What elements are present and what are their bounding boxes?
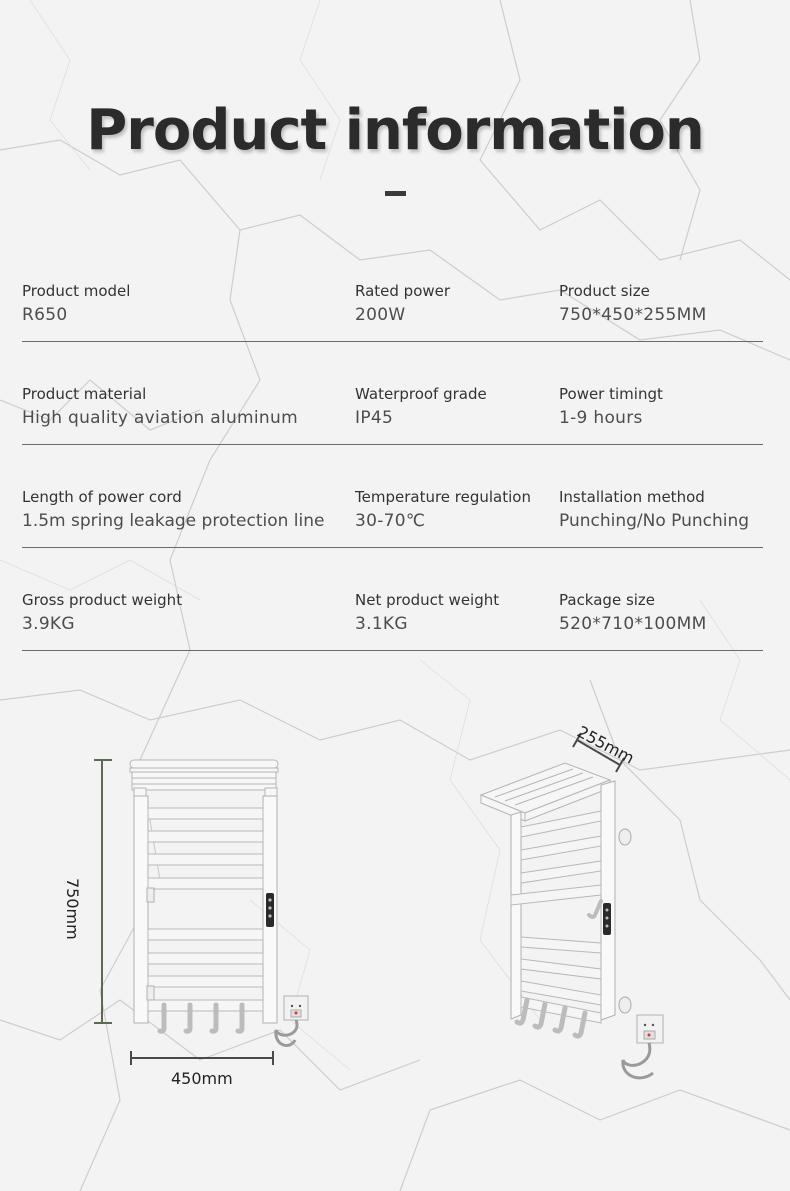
spec-row: Gross product weight 3.9KG Net product w…	[22, 547, 763, 651]
spec-value: 1.5m spring leakage protection line	[22, 511, 325, 531]
spec-value: 3.9KG	[22, 614, 75, 634]
spec-value: High quality aviation aluminum	[22, 408, 298, 428]
spec-label: Product model	[22, 282, 131, 300]
spec-value: 750*450*255MM	[559, 305, 707, 325]
spec-value: 30-70℃	[355, 511, 426, 531]
spec-row: Length of power cord 1.5m spring leakage…	[22, 444, 763, 548]
width-dimension-line	[130, 1051, 274, 1065]
towel-rack-front-view	[94, 759, 309, 1047]
spec-label: Package size	[559, 591, 656, 609]
spec-value: 3.1KG	[355, 614, 408, 634]
spec-row: Product material High quality aviation a…	[22, 341, 763, 445]
spec-label: Waterproof grade	[355, 385, 487, 403]
spec-label: Power timingt	[559, 385, 663, 403]
spec-label: Gross product weight	[22, 591, 183, 609]
spec-label: Temperature regulation	[355, 488, 531, 506]
spec-label: Net product weight	[355, 591, 500, 609]
spec-row: Product model R650 Rated power 200W Prod…	[22, 238, 763, 342]
spec-label: Product size	[559, 282, 650, 300]
title-divider	[385, 191, 406, 196]
spec-label: Rated power	[355, 282, 451, 300]
spec-value: Punching/No Punching	[559, 511, 750, 531]
spec-value: 1-9 hours	[559, 408, 643, 428]
towel-rack-perspective-view	[479, 732, 664, 1080]
page-title: Product information	[86, 98, 705, 163]
height-dimension-label: 750mm	[63, 878, 82, 940]
spec-label: Installation method	[559, 488, 705, 506]
spec-value: 200W	[355, 305, 406, 325]
spec-value: R650	[22, 305, 68, 325]
spec-label: Length of power cord	[22, 488, 182, 506]
width-dimension-label: 450mm	[171, 1069, 233, 1088]
spec-value: IP45	[355, 408, 394, 428]
spec-label: Product material	[22, 385, 147, 403]
spec-value: 520*710*100MM	[559, 614, 707, 634]
